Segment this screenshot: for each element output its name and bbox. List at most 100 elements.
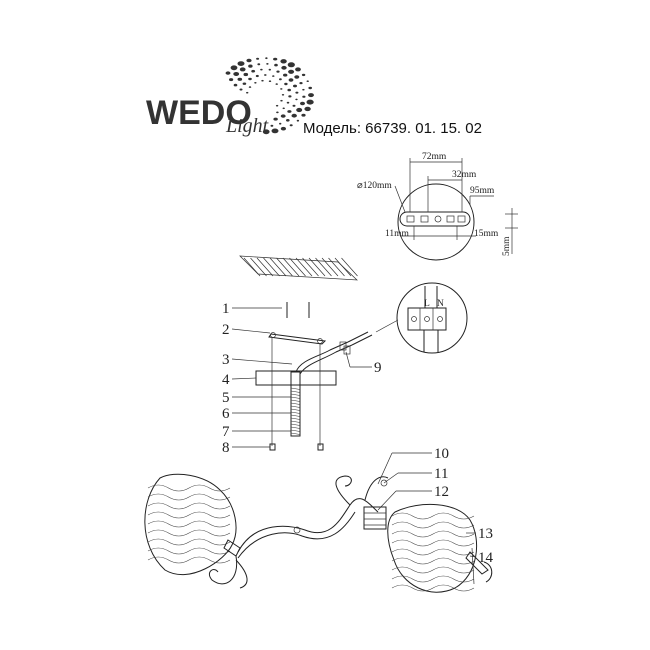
hatch-line bbox=[315, 257, 332, 277]
logo-dot bbox=[248, 64, 253, 68]
logo-dot bbox=[280, 126, 286, 131]
hatch-line bbox=[308, 257, 326, 277]
glass-wave-line bbox=[391, 539, 475, 547]
glass-wave-line bbox=[147, 493, 231, 501]
logo-dot bbox=[264, 74, 267, 76]
logo-dot bbox=[279, 78, 282, 81]
logo-dot bbox=[306, 80, 309, 82]
glass-wave-line bbox=[391, 530, 475, 538]
logo-dot bbox=[288, 69, 295, 74]
logo-dot bbox=[281, 65, 287, 70]
hatch-line bbox=[250, 257, 267, 277]
logo-dot bbox=[287, 88, 292, 92]
hatch-line bbox=[263, 257, 280, 277]
rod-thread bbox=[290, 411, 301, 414]
svg-text:13: 13 bbox=[478, 526, 493, 542]
callout-13: 13 bbox=[466, 526, 493, 542]
logo-dot bbox=[296, 107, 303, 113]
logo-dot bbox=[275, 104, 279, 107]
logo-dot bbox=[280, 59, 287, 64]
callout-14: 14 bbox=[469, 550, 494, 566]
logo-dot bbox=[280, 114, 286, 118]
logo-dot bbox=[281, 94, 285, 96]
glass-wave-line bbox=[391, 548, 475, 556]
svg-text:4: 4 bbox=[222, 372, 230, 388]
callout-4: 4 bbox=[222, 372, 257, 388]
logo-dot bbox=[301, 73, 306, 77]
dim-15: 15mm bbox=[474, 229, 499, 239]
logo-dot bbox=[246, 91, 249, 94]
callout-11: 11 bbox=[383, 466, 448, 484]
terminal-block bbox=[407, 307, 447, 331]
hatch-line bbox=[295, 257, 313, 277]
glass-wave-line bbox=[391, 521, 475, 529]
glass-wave-line bbox=[147, 556, 231, 564]
callout-12: 12 bbox=[377, 484, 449, 511]
logo-dot bbox=[248, 77, 252, 81]
shade-nut-detail bbox=[465, 547, 493, 585]
dim-11: 11mm bbox=[385, 229, 410, 239]
logo-dot bbox=[254, 82, 257, 84]
logo-dot bbox=[233, 72, 240, 76]
logo-dot bbox=[268, 80, 272, 82]
logo-dot bbox=[300, 101, 305, 106]
dim-diameter: ⌀120mm bbox=[357, 181, 392, 191]
rod-thread bbox=[290, 426, 301, 429]
glass-wave-line bbox=[391, 557, 475, 565]
logo-dot bbox=[289, 124, 293, 127]
hatch-line bbox=[302, 257, 319, 277]
callout-5: 5 bbox=[222, 390, 291, 406]
logo-dot bbox=[243, 72, 249, 77]
glass-wave-line bbox=[391, 566, 475, 574]
svg-text:3: 3 bbox=[222, 352, 230, 368]
left-glass-shade bbox=[144, 473, 241, 576]
glass-wave-line bbox=[147, 538, 231, 546]
logo-dot bbox=[295, 91, 299, 94]
logo-dot bbox=[296, 119, 300, 122]
logo-dot bbox=[304, 106, 311, 112]
brand-logo: WEDO Light bbox=[146, 57, 314, 137]
logo-dot bbox=[230, 65, 238, 71]
logo-dot bbox=[302, 88, 305, 91]
logo-dot bbox=[283, 73, 288, 77]
logo-dot bbox=[275, 83, 278, 85]
canopy-assembly bbox=[255, 302, 373, 451]
logo-dot-swirl bbox=[225, 57, 314, 135]
mounting-bracket bbox=[268, 333, 327, 345]
canopy-plate bbox=[255, 370, 337, 386]
callout-2: 2 bbox=[222, 322, 271, 338]
logo-dot bbox=[266, 63, 269, 65]
logo-dot bbox=[273, 117, 278, 121]
logo-dot bbox=[248, 86, 252, 88]
brand-script-text: Light bbox=[225, 115, 269, 137]
rod-thread bbox=[290, 396, 301, 399]
glass-wave-line bbox=[147, 529, 231, 537]
svg-text:5: 5 bbox=[222, 390, 230, 406]
logo-dot bbox=[261, 79, 264, 82]
logo-dot bbox=[282, 107, 285, 110]
logo-dot bbox=[280, 99, 283, 102]
logo-dot bbox=[233, 83, 238, 87]
rod-thread bbox=[290, 414, 301, 417]
lamp-body bbox=[144, 473, 493, 593]
rod-thread bbox=[290, 423, 301, 426]
hatch-line bbox=[276, 257, 293, 277]
glass-wave-line bbox=[147, 484, 231, 492]
dim-32: 32mm bbox=[452, 170, 477, 180]
mount-plate-detail: 72mm 32mm 95mm ⌀120mm 11mm 15mm 5mm bbox=[357, 152, 518, 261]
terminal-block-detail: L N bbox=[375, 282, 468, 354]
logo-dot bbox=[256, 57, 260, 60]
logo-dot bbox=[274, 63, 278, 67]
logo-dot bbox=[239, 67, 246, 72]
logo-dot bbox=[257, 63, 261, 66]
rod-thread bbox=[290, 399, 301, 402]
logo-dot bbox=[265, 57, 268, 60]
logo-dot bbox=[287, 110, 292, 113]
logo-dot bbox=[279, 122, 282, 125]
logo-dot bbox=[251, 69, 256, 73]
callout-7: 7 bbox=[222, 424, 291, 440]
hatch-line bbox=[341, 257, 358, 277]
logo-dot bbox=[295, 67, 301, 72]
rod-thread bbox=[290, 387, 301, 390]
logo-dot bbox=[255, 74, 259, 78]
